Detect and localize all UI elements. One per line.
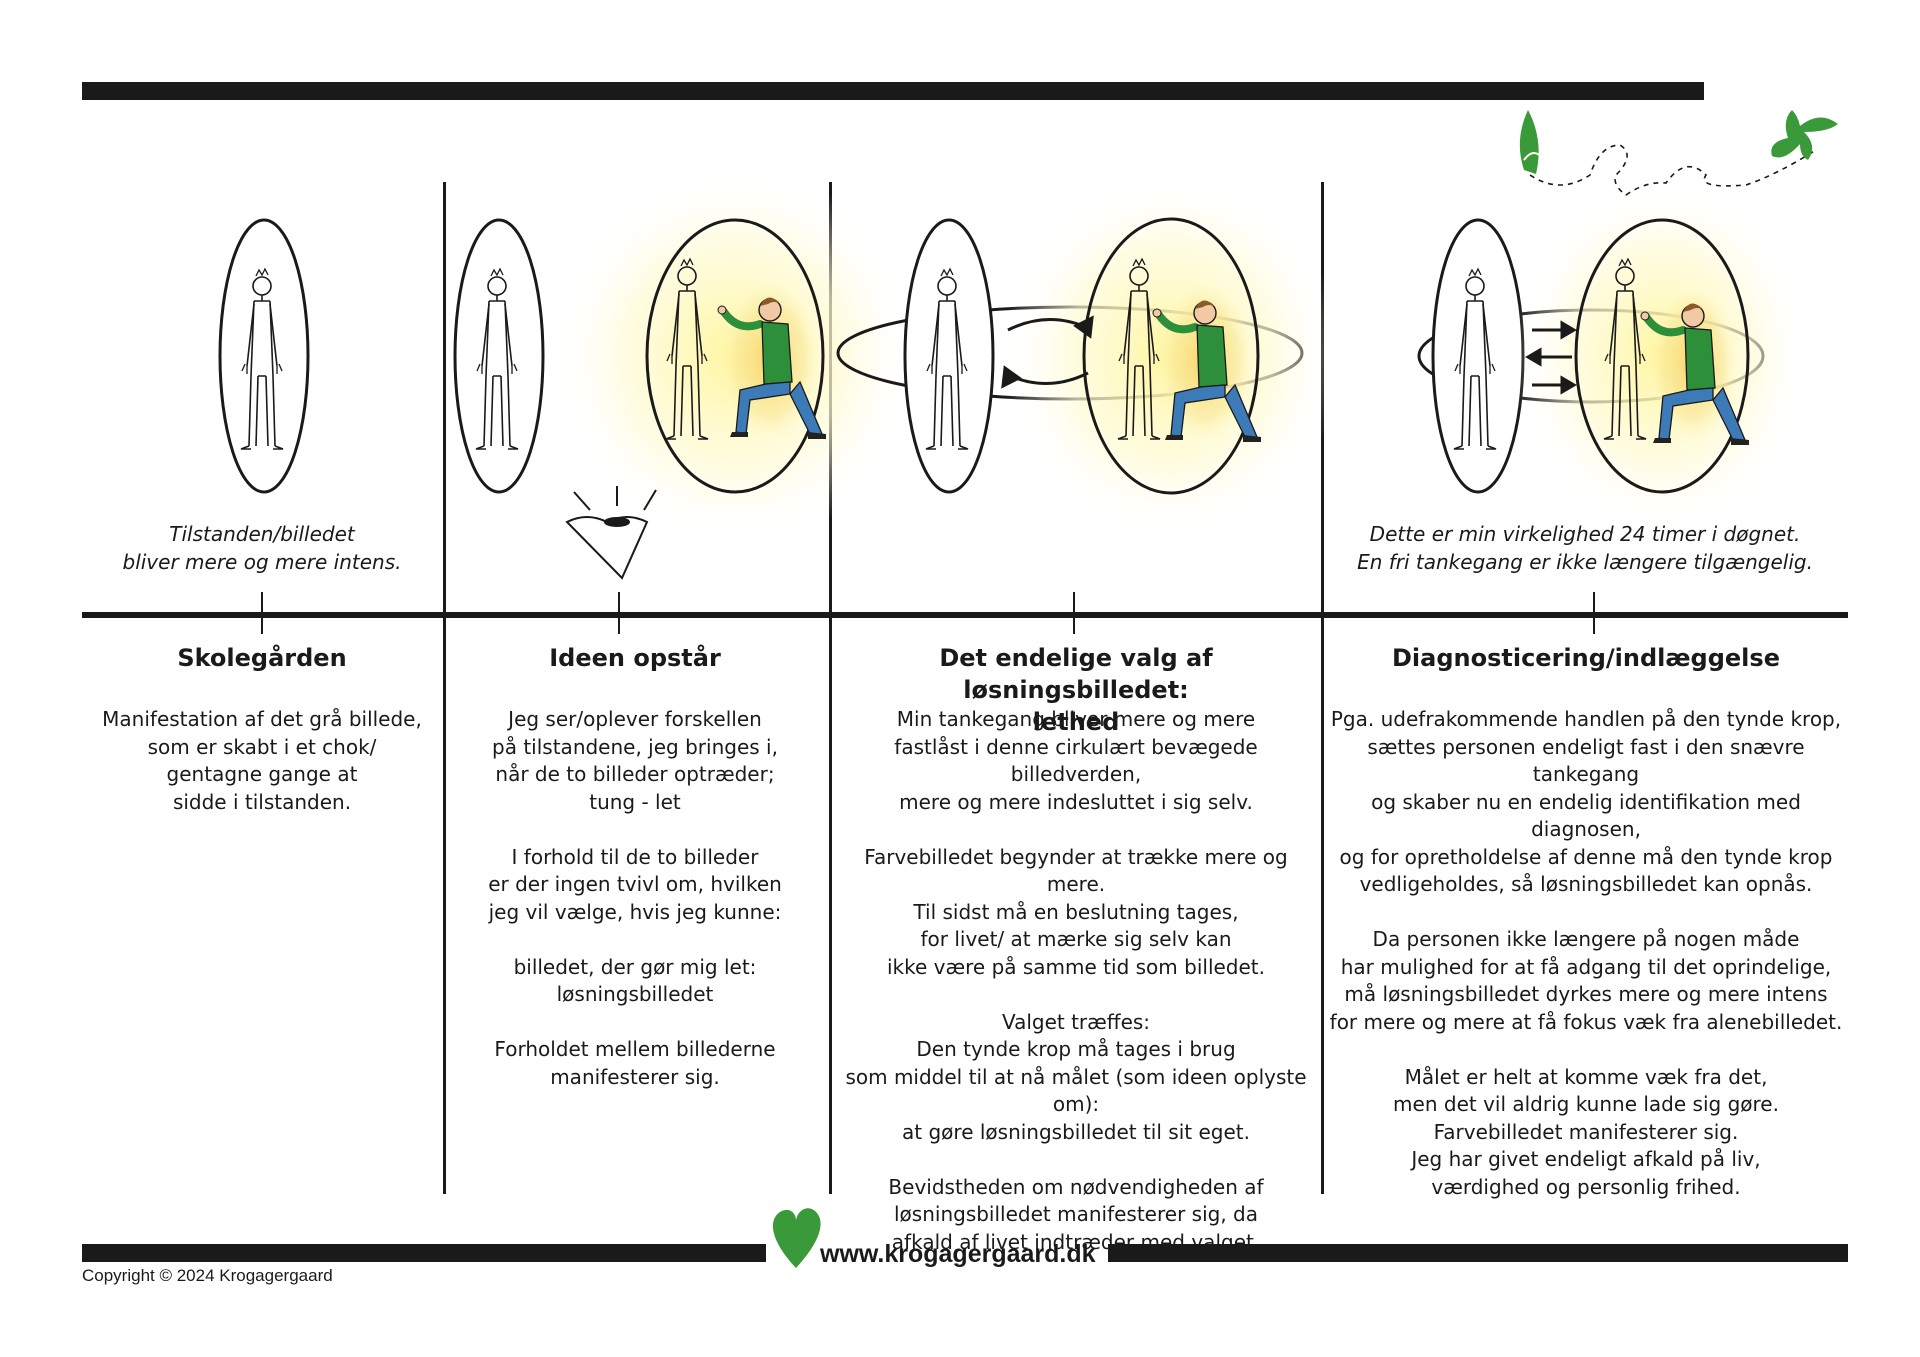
body-skolegaarden: Manifestation af det grå billede, som er… bbox=[92, 706, 432, 816]
heart-icon bbox=[773, 1208, 821, 1268]
caption-col4: Dette er min virkelighed 24 timer i døgn… bbox=[1330, 520, 1840, 576]
body-diagnosticering: Pga. udefrakommende handlen på den tynde… bbox=[1326, 706, 1846, 1201]
title-ideen-opstaar: Ideen opstår bbox=[450, 642, 820, 674]
title-diagnosticering: Diagnosticering/indlæggelse bbox=[1326, 642, 1846, 674]
body-endelige-valg: Min tankegang bliver mere og mere fastlå… bbox=[834, 706, 1318, 1256]
caption-col1: Tilstanden/billedet bliver mere og mere … bbox=[102, 520, 422, 576]
title-skolegaarden: Skolegården bbox=[92, 642, 432, 674]
copyright-text: Copyright © 2024 Krogagergaard bbox=[82, 1266, 333, 1286]
website-link[interactable]: www.krogagergaard.dk bbox=[820, 1240, 1110, 1269]
body-ideen-opstaar: Jeg ser/oplever forskellen på tilstanden… bbox=[450, 706, 820, 1091]
grey-image-oval bbox=[220, 220, 308, 492]
